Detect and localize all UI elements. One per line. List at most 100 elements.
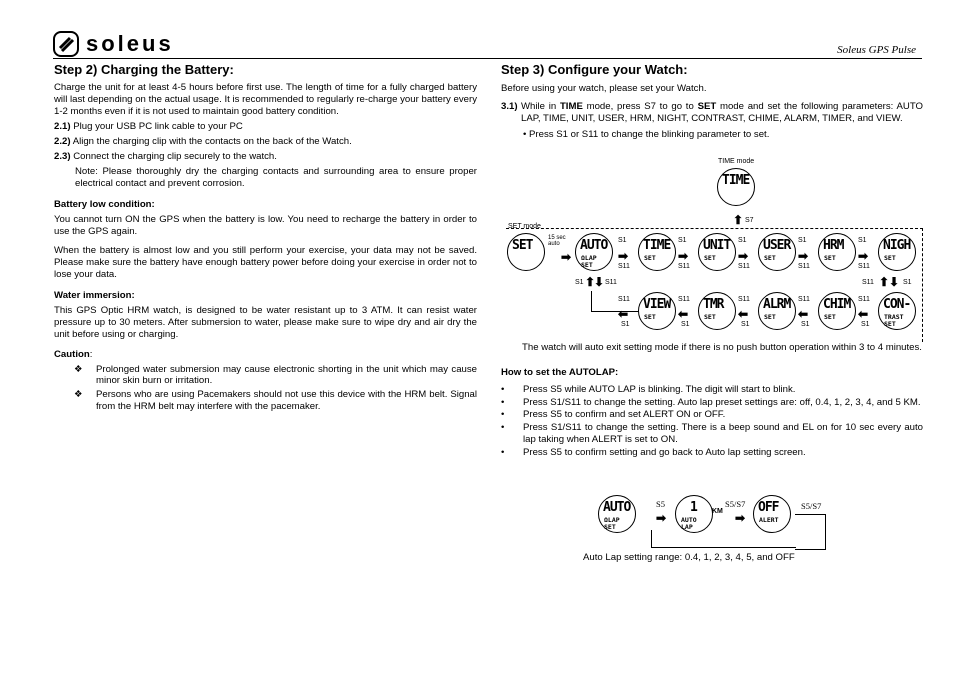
autolap-screen: AUTO ΩLAP SET bbox=[575, 233, 613, 271]
configure-intro: Before using your watch, please set your… bbox=[501, 83, 707, 94]
connector-line bbox=[591, 291, 592, 311]
return-loop-line bbox=[651, 530, 652, 548]
autolap-item: •Press S1/S11 to change the setting. The… bbox=[501, 422, 923, 445]
right-arrow-icon: ➡ bbox=[798, 249, 809, 263]
view-set-screen: VIEW SET bbox=[638, 292, 676, 330]
right-arrow-icon: ➡ bbox=[858, 249, 869, 263]
s1-label: S1 bbox=[903, 279, 912, 286]
left-arrow-icon: ⬅ bbox=[738, 307, 749, 321]
s1-label: S1 bbox=[621, 321, 630, 328]
header-divider bbox=[53, 58, 922, 59]
time-set-screen: TIME SET bbox=[638, 233, 676, 271]
s11-label: S11 bbox=[738, 263, 750, 270]
s1-label: S1 bbox=[618, 237, 627, 244]
configure-title: Step 3) Configure your Watch: bbox=[501, 62, 688, 77]
left-arrow-icon: ⬅ bbox=[858, 307, 869, 321]
up-arrow-icon: ⬆ bbox=[879, 275, 890, 289]
charging-intro: Charge the unit for at least 4-5 hours b… bbox=[54, 82, 477, 117]
set-mode-label: SET mode bbox=[508, 223, 541, 230]
right-arrow-icon: ➡ bbox=[738, 249, 749, 263]
s11-label: S11 bbox=[618, 263, 630, 270]
time-screen: TIME bbox=[717, 168, 755, 206]
right-arrow-icon: ➡ bbox=[561, 250, 572, 264]
left-arrow-icon: ⬅ bbox=[618, 307, 629, 321]
s11-label: S11 bbox=[618, 296, 630, 303]
autolap-screen: AUTO ΩLAP SET bbox=[598, 495, 636, 533]
charging-steps: 2.1) Plug your USB PC link cable to your… bbox=[54, 121, 477, 162]
caution-heading: Caution: bbox=[54, 348, 93, 360]
s11-label: S11 bbox=[605, 279, 617, 286]
autolap-list: •Press S5 while AUTO LAP is blinking. Th… bbox=[501, 384, 923, 459]
brand-name: soleus bbox=[86, 31, 174, 56]
s5-s7-label: S5/S7 bbox=[725, 499, 746, 509]
s1-label: S1 bbox=[738, 237, 747, 244]
s11-label: S11 bbox=[738, 296, 750, 303]
s1-label: S1 bbox=[798, 237, 807, 244]
autolap-heading: How to set the AUTOLAP: bbox=[501, 366, 619, 378]
distance-screen: 1 AUTO LAP bbox=[675, 495, 713, 533]
s1-label: S1 bbox=[861, 321, 870, 328]
up-arrow-icon: ⬆ bbox=[585, 275, 596, 289]
s1-label: S1 bbox=[858, 237, 867, 244]
unit-set-screen: UNIT SET bbox=[698, 233, 736, 271]
s7-label: S7 bbox=[745, 217, 754, 224]
configure-step: 3.1) While in TIME mode, press S7 to go … bbox=[501, 100, 923, 124]
s11-label: S11 bbox=[678, 296, 690, 303]
s11-label: S11 bbox=[858, 296, 870, 303]
right-arrow-icon: ➡ bbox=[656, 511, 667, 525]
autolap-item: •Press S5 while AUTO LAP is blinking. Th… bbox=[501, 383, 796, 395]
caution-item: ❖ Persons who are using Pacemakers shoul… bbox=[74, 389, 477, 412]
auto-exit-text: The watch will auto exit setting mode if… bbox=[522, 342, 922, 353]
autolap-item: •Press S5 to confirm setting and go back… bbox=[501, 446, 806, 458]
set-mode-diagram: TIME mode TIME ⬆ S7 SET mode SET 15 sec … bbox=[505, 155, 925, 343]
soleus-logo-icon bbox=[53, 31, 79, 62]
s1-label: S1 bbox=[681, 321, 690, 328]
s11-label: S11 bbox=[858, 263, 870, 270]
up-arrow-icon: ⬆ bbox=[733, 213, 744, 227]
alarm-set-screen: ALRM SET bbox=[758, 292, 796, 330]
charging-step: 2.2) Align the charging clip with the co… bbox=[54, 136, 352, 148]
auto-exit-label: 15 sec auto bbox=[548, 235, 566, 247]
battery-paragraph-1: You cannot turn ON the GPS when the batt… bbox=[54, 214, 477, 238]
s11-label: S11 bbox=[678, 263, 690, 270]
down-arrow-icon: ⬇ bbox=[594, 275, 605, 289]
diamond-bullet-icon: ❖ bbox=[74, 389, 83, 401]
left-arrow-icon: ⬅ bbox=[678, 307, 689, 321]
autolap-caption: Auto Lap setting range: 0.4, 1, 2, 3, 4,… bbox=[583, 552, 795, 563]
user-set-screen: USER SET bbox=[758, 233, 796, 271]
hrm-set-screen: HRM SET bbox=[818, 233, 856, 271]
s1-label: S1 bbox=[801, 321, 810, 328]
alert-screen: OFF ALERT bbox=[753, 495, 791, 533]
s5-s7-label: S5/S7 bbox=[801, 501, 822, 511]
return-loop-line bbox=[795, 514, 826, 550]
battery-heading: Battery low condition: bbox=[54, 199, 155, 211]
right-arrow-icon: ➡ bbox=[678, 249, 689, 263]
s11-label: S11 bbox=[798, 263, 810, 270]
charging-title: Step 2) Charging the Battery: bbox=[54, 62, 234, 77]
right-column: Step 3) Configure your Watch: Before usi… bbox=[501, 62, 923, 141]
timer-set-screen: TMR SET bbox=[698, 292, 736, 330]
s5-label: S5 bbox=[656, 499, 665, 509]
s1-label: S1 bbox=[741, 321, 750, 328]
time-mode-label: TIME mode bbox=[718, 158, 755, 165]
right-arrow-icon: ➡ bbox=[735, 511, 746, 525]
press-note: • Press S1 or S11 to change the blinking… bbox=[523, 129, 770, 141]
dashed-frame bbox=[506, 228, 923, 342]
model-name: Soleus GPS Pulse bbox=[837, 44, 916, 56]
contrast-set-screen: CON- TRAST SET bbox=[878, 292, 916, 330]
left-column: Step 2) Charging the Battery: Charge the… bbox=[54, 62, 477, 413]
s11-label: S11 bbox=[862, 279, 874, 286]
right-lower: The watch will auto exit setting mode if… bbox=[501, 342, 923, 459]
water-paragraph: This GPS Optic HRM watch, is designed to… bbox=[54, 305, 477, 340]
s1-label: S1 bbox=[575, 279, 584, 286]
diamond-bullet-icon: ❖ bbox=[74, 363, 83, 375]
battery-paragraph-2: When the battery is almost low and you s… bbox=[54, 244, 477, 280]
right-arrow-icon: ➡ bbox=[618, 249, 629, 263]
charging-step: 2.1) Plug your USB PC link cable to your… bbox=[54, 121, 243, 133]
down-arrow-icon: ⬇ bbox=[889, 275, 900, 289]
night-set-screen: NIGH SET bbox=[878, 233, 916, 271]
caution-list: ❖ Prolonged water submersion may cause e… bbox=[54, 364, 477, 413]
charging-step: 2.3) Connect the charging clip securely … bbox=[54, 150, 277, 162]
autolap-item: •Press S1/S11 to change the setting. Aut… bbox=[501, 396, 921, 408]
km-label: KM bbox=[712, 508, 723, 515]
